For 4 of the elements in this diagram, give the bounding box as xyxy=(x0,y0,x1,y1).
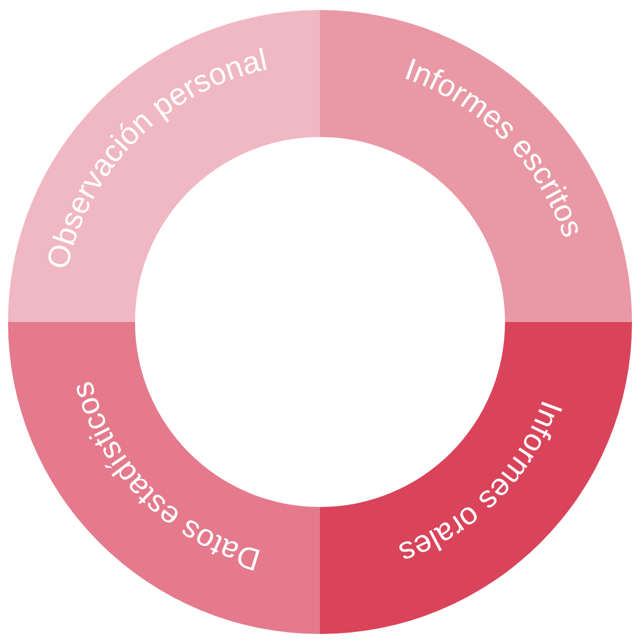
ring-segment xyxy=(320,322,632,634)
ring-segment xyxy=(320,10,632,322)
ring-segment xyxy=(8,322,320,634)
ring-segment xyxy=(8,10,320,322)
